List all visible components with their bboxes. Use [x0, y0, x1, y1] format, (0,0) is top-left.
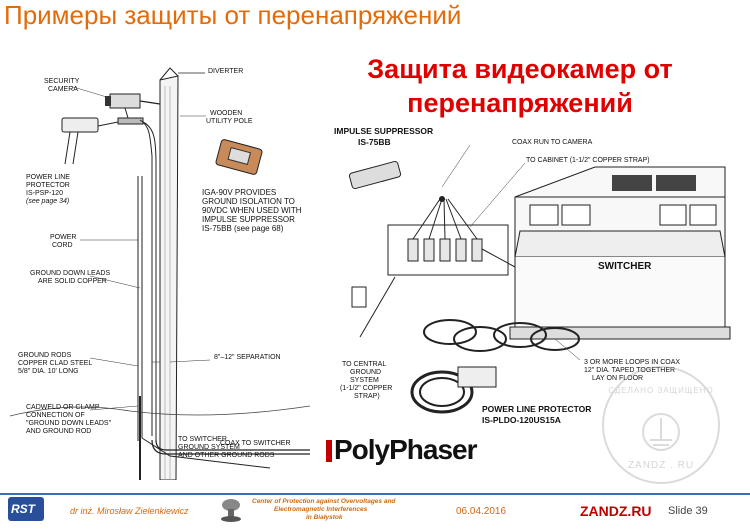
label-to-cabinet: TO CABINET (1-1/2" COPPER STRAP): [526, 157, 650, 164]
label-plp-right-1: POWER LINE PROTECTOR: [482, 404, 592, 414]
label-central-2: GROUND: [350, 369, 382, 376]
polyphaser-logo-text: PolyPhaser: [334, 434, 478, 465]
label-loops-1: 3 OR MORE LOOPS IN COAX: [584, 359, 681, 366]
label-iga-2: GROUND ISOLATION TO: [202, 197, 295, 206]
mushroom-drawing: [221, 499, 241, 522]
label-central-5: STRAP): [354, 393, 380, 400]
label-iga-3: 90VDC WHEN USED WITH: [202, 206, 302, 215]
label-iga-1: IGA-90V PROVIDES: [202, 188, 277, 197]
label-plp-4: (see page 34): [26, 198, 70, 205]
mushroom-icon: [220, 497, 242, 523]
label-central-3: SYSTEM: [350, 377, 379, 384]
label-central-4: (1-1/2" COPPER: [340, 385, 393, 392]
label-switcher: SWITCHER: [598, 261, 652, 272]
label-plp-1: POWER LINE: [26, 174, 70, 181]
label-iga-5: IS-75BB (see page 68): [202, 224, 284, 233]
slide-title: Примеры защиты от перенапряжений: [4, 0, 462, 30]
footer-divider: [0, 493, 750, 495]
label-iga-4: IMPULSE SUPPRESSOR: [202, 215, 295, 224]
pole-drawing: [10, 67, 310, 480]
label-rods-3: 5/8" DIA. 10' LONG: [18, 368, 79, 375]
rst-logo-text: RST: [11, 502, 35, 516]
label-security-camera-1: SECURITY: [44, 78, 80, 85]
label-plp-3: IS-PSP-120: [26, 190, 63, 197]
label-plp-right-2: IS-PLDO-120US15A: [482, 415, 561, 425]
zandz-watermark: СДЕЛАНО ЗАЩИЩЕНО ZANDZ . RU: [596, 360, 726, 490]
label-plp-2: PROTECTOR: [26, 182, 70, 189]
label-cadweld-4: AND GROUND ROD: [26, 428, 92, 435]
label-gdl-2: ARE SOLID COPPER: [38, 278, 107, 285]
footer-date: 06.04.2016: [456, 506, 507, 517]
footer-author: dr inż. Mirosław Zielenkiewicz: [70, 506, 189, 516]
subtitle-line-1: Защита видеокамер от: [367, 54, 673, 84]
footer-site: ZANDZ.RU: [580, 503, 652, 519]
rst-logo: RST: [8, 497, 44, 521]
label-power-cord-2: CORD: [52, 242, 73, 249]
label-coax-run-camera: COAX RUN TO CAMERA: [512, 139, 593, 146]
subtitle-line-2: перенапряжений: [407, 88, 633, 118]
polyphaser-logo-mark: [326, 440, 332, 462]
label-to-switcher-2: GROUND SYSTEM: [178, 444, 240, 451]
label-rods-1: GROUND RODS: [18, 352, 72, 359]
watermark-site: ZANDZ . RU: [627, 460, 695, 471]
switcher-drawing: [348, 144, 731, 414]
label-cadweld-1: CADWELD OR CLAMP: [26, 404, 100, 411]
label-to-switcher-3: AND OTHER GROUND RODS: [178, 452, 275, 459]
label-central-1: TO CENTRAL: [342, 361, 387, 368]
zandz-seal: [602, 366, 720, 484]
label-coax-to-switcher: COAX TO SWITCHER: [220, 440, 291, 447]
label-separation: 8"–12" SEPARATION: [214, 354, 281, 361]
label-power-cord-1: POWER: [50, 234, 77, 241]
slide-subtitle: Защита видеокамер от перенапряжений: [320, 52, 720, 120]
footer-center-3: in Białystok: [306, 514, 343, 521]
label-diverter: DIVERTER: [208, 68, 244, 75]
footer-center-2: Electromagnetic Interferences: [274, 506, 368, 513]
label-impulse-suppressor-1: IMPULSE SUPPRESSOR: [334, 126, 434, 136]
label-loops-2: 12" DIA. TAPED TOGETHER: [584, 367, 676, 374]
label-wooden-pole-2: UTILITY POLE: [206, 118, 253, 125]
label-cadweld-3: "GROUND DOWN LEADS": [26, 420, 112, 427]
footer-center-1: Center of Protection against Overvoltage…: [252, 498, 396, 505]
label-impulse-suppressor-2: IS-75BB: [358, 137, 391, 147]
label-security-camera-2: CAMERA: [48, 86, 78, 93]
watermark-arc-text: СДЕЛАНО ЗАЩИЩЕНО: [608, 386, 714, 395]
label-to-switcher-1: TO SWITCHER: [178, 436, 227, 443]
label-wooden-pole-1: WOODEN: [210, 110, 243, 117]
slide-footer: RST dr inż. Mirosław Zielenkiewicz Cente…: [0, 493, 750, 530]
switcher-protection-diagram: IMPULSE SUPPRESSOR IS-75BB COAX RUN TO C…: [330, 126, 740, 472]
pole-grounding-diagram: DIVERTER SECURITY CAMERA WOODEN UTILITY …: [10, 56, 310, 480]
label-rods-2: COPPER CLAD STEEL: [18, 360, 93, 367]
label-loops-3: LAY ON FLOOR: [592, 375, 644, 382]
label-cadweld-2: CONNECTION OF: [26, 412, 85, 419]
footer-slide-number: Slide 39: [668, 505, 708, 517]
label-gdl-1: GROUND DOWN LEADS: [30, 270, 111, 277]
polyphaser-logo: PolyPhaser: [326, 434, 486, 468]
